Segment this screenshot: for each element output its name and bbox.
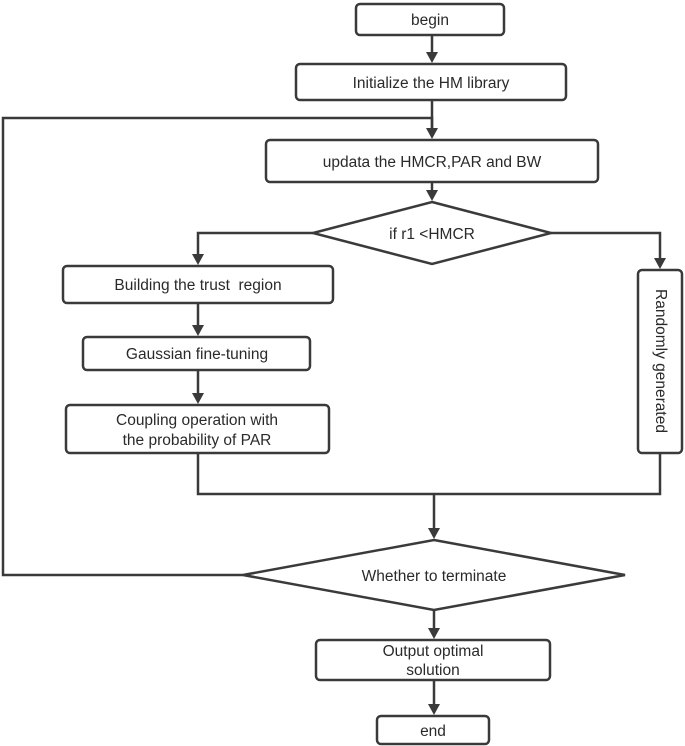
output-label-line2: solution [406,662,459,679]
update-label: updata the HMCR,PAR and BW [323,154,542,171]
arrowhead-decision [426,190,438,201]
connector-random-merge [434,453,662,496]
end-box [375,714,491,746]
arrowhead-coupling [192,393,204,404]
decision-label: if r1 <HMCR [389,226,475,243]
end-label: end [420,723,446,740]
connector-loop-back [1,116,434,577]
begin-label: begin [411,12,449,29]
arrowhead-gauss [192,325,204,336]
arrowhead-trust [192,254,204,265]
coupling-label-line2: the probability of PAR [123,432,272,449]
trust-label: Building the trust region [114,277,281,294]
arrowhead-terminate [428,528,440,539]
gauss-label: Gaussian fine-tuning [126,346,268,363]
arrowhead-output [428,628,440,639]
gauss-box [81,335,312,372]
output-label-line1: Output optimal [383,643,484,660]
arrowhead-update [426,128,438,139]
arrowhead-end [428,704,440,715]
random-label: Randomly generated [652,289,669,433]
begin-box [354,2,506,37]
decision-diamond [308,200,556,266]
terminate-label: Whether to terminate [362,568,507,585]
connector-decision-random [551,231,662,263]
coupling-label-line1: Coupling operation with [116,412,278,429]
init-label: Initialize the HM library [353,75,510,92]
arrowhead-random [654,258,666,269]
arrowhead-init [426,52,438,63]
connector-decision-trust [196,231,313,259]
connector-coupling-merge [196,453,434,496]
